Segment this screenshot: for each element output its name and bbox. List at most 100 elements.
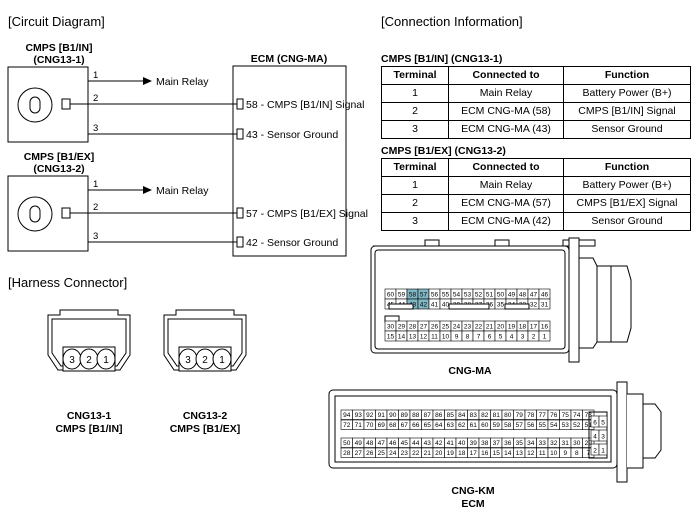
pin-number: 20 <box>497 324 505 331</box>
pin-number: 78 <box>527 412 535 419</box>
pin-number: 41 <box>431 302 439 309</box>
pin-number: 77 <box>539 412 547 419</box>
pin-number: 11 <box>431 334 438 341</box>
pin-number: 8 <box>575 450 579 457</box>
pin-number: 20 <box>435 450 443 457</box>
pin-number: 33 <box>539 440 547 447</box>
pin-number: 70 <box>366 422 374 429</box>
pin-number: 22 <box>412 450 420 457</box>
pin-number: 24 <box>389 450 397 457</box>
pin-number: 86 <box>435 412 443 419</box>
pin-number: 85 <box>447 412 455 419</box>
pin-number: 13 <box>516 450 524 457</box>
ecm-box <box>232 65 347 257</box>
sensor1-name: CMPS [B1/IN] <box>25 42 92 54</box>
pin-number: 54 <box>453 292 461 299</box>
pin-number: 4 <box>593 434 597 441</box>
pin-number: 30 <box>573 440 581 447</box>
arrow-icon <box>143 186 152 194</box>
pin-number: 50 <box>343 440 351 447</box>
pin-number: 40 <box>458 440 466 447</box>
conn1-name: CMPS [B1/IN] <box>55 423 122 435</box>
cell: ECM CNG-MA (43) <box>448 120 564 139</box>
pin-number: 44 <box>412 440 420 447</box>
connector-cng13-1: 3 2 1 CNG13-1 CMPS [B1/IN] <box>47 309 131 435</box>
table-header: Function <box>563 158 691 177</box>
pin-number: 84 <box>458 412 466 419</box>
pin-number: 80 <box>504 412 512 419</box>
ecm-cng-ma-connector: 6059585756555453525150494847464544434241… <box>370 237 632 377</box>
pin-number: 83 <box>470 412 478 419</box>
sensor1-circle <box>17 87 53 123</box>
pin-number: 75 <box>562 412 570 419</box>
pin-number: 37 <box>493 440 501 447</box>
pin-number: 93 <box>355 412 363 419</box>
pin-number: 64 <box>435 422 443 429</box>
cell: Sensor Ground <box>563 120 691 139</box>
table-row: 1 Main Relay Battery Power (B+) <box>381 176 691 195</box>
pin-label: 3 <box>93 123 98 134</box>
table-row: 3 ECM CNG-MA (43) Sensor Ground <box>381 120 691 139</box>
cell: ECM CNG-MA (42) <box>448 212 564 231</box>
pin-number: 18 <box>458 450 466 457</box>
sensor1-code: (CNG13-1) <box>33 54 84 66</box>
pin-number: 2 <box>593 448 597 455</box>
pin-label: 1 <box>219 355 225 366</box>
pin-number: 4 <box>510 334 514 341</box>
pin-number: 31 <box>541 302 549 309</box>
pin-number: 16 <box>481 450 489 457</box>
pin-number: 46 <box>389 440 397 447</box>
pin-number: 92 <box>366 412 374 419</box>
cng-km-label: CNG-KM <box>451 485 494 497</box>
pin-number: 90 <box>389 412 397 419</box>
harness-connectors: 3 2 1 CNG13-1 CMPS [B1/IN] 3 2 1 CNG13-2… <box>47 309 247 435</box>
pin-number: 28 <box>409 324 417 331</box>
pin-number: 57 <box>420 292 428 299</box>
pin-number: 59 <box>398 292 406 299</box>
pin-number: 29 <box>585 440 593 447</box>
pin-number: 51 <box>585 422 593 429</box>
pin-number: 19 <box>447 450 455 457</box>
pin-number: 91 <box>378 412 386 419</box>
ecm-pin-42: 42 - Sensor Ground <box>246 237 338 249</box>
pin-number: 89 <box>401 412 409 419</box>
pin-number: 76 <box>550 412 558 419</box>
pin-number: 66 <box>412 422 420 429</box>
pin-number: 45 <box>401 440 409 447</box>
pin-number: 3 <box>601 434 605 441</box>
pin-number: 35 <box>497 302 505 309</box>
table-row: 2 ECM CNG-MA (57) CMPS [B1/EX] Signal <box>381 194 691 213</box>
ecm-pin-57: 57 - CMPS [B1/EX] Signal <box>246 208 368 220</box>
pin-number: 1 <box>601 448 605 455</box>
table1-title: CMPS [B1/IN] (CNG13-1) <box>381 53 503 65</box>
pin-number: 22 <box>475 324 483 331</box>
pin-number: 53 <box>562 422 570 429</box>
pin-number: 56 <box>431 292 439 299</box>
pin-cell <box>598 415 608 428</box>
pin-number: 2 <box>532 334 536 341</box>
pin-number: 60 <box>481 422 489 429</box>
connection-info-heading: [Connection Information] <box>381 14 523 29</box>
connection-table-2: Terminal Connected to Function 1 Main Re… <box>381 158 691 231</box>
pin-label: 2 <box>93 202 98 213</box>
cell: ECM CNG-MA (57) <box>448 194 564 213</box>
pin-number: 24 <box>453 324 461 331</box>
circuit-diagram-heading: [Circuit Diagram] <box>8 14 105 29</box>
pin-label: 2 <box>86 355 92 366</box>
pin-number: 23 <box>401 450 409 457</box>
main-relay-label-2: Main Relay <box>156 185 209 197</box>
pin-number: 82 <box>481 412 489 419</box>
table-header: Terminal <box>381 66 449 85</box>
pin-number: 26 <box>366 450 374 457</box>
pin-number: 19 <box>508 324 516 331</box>
pin-number: 11 <box>539 450 546 457</box>
cell: 3 <box>381 212 449 231</box>
pin-number: 51 <box>486 292 494 299</box>
pin-number: 15 <box>493 450 501 457</box>
pin-number: 21 <box>486 324 494 331</box>
table-row: 1 Main Relay Battery Power (B+) <box>381 84 691 103</box>
pin-number: 87 <box>424 412 432 419</box>
pin-number: 46 <box>541 292 549 299</box>
pin-number: 17 <box>470 450 478 457</box>
pin-number: 94 <box>343 412 351 419</box>
